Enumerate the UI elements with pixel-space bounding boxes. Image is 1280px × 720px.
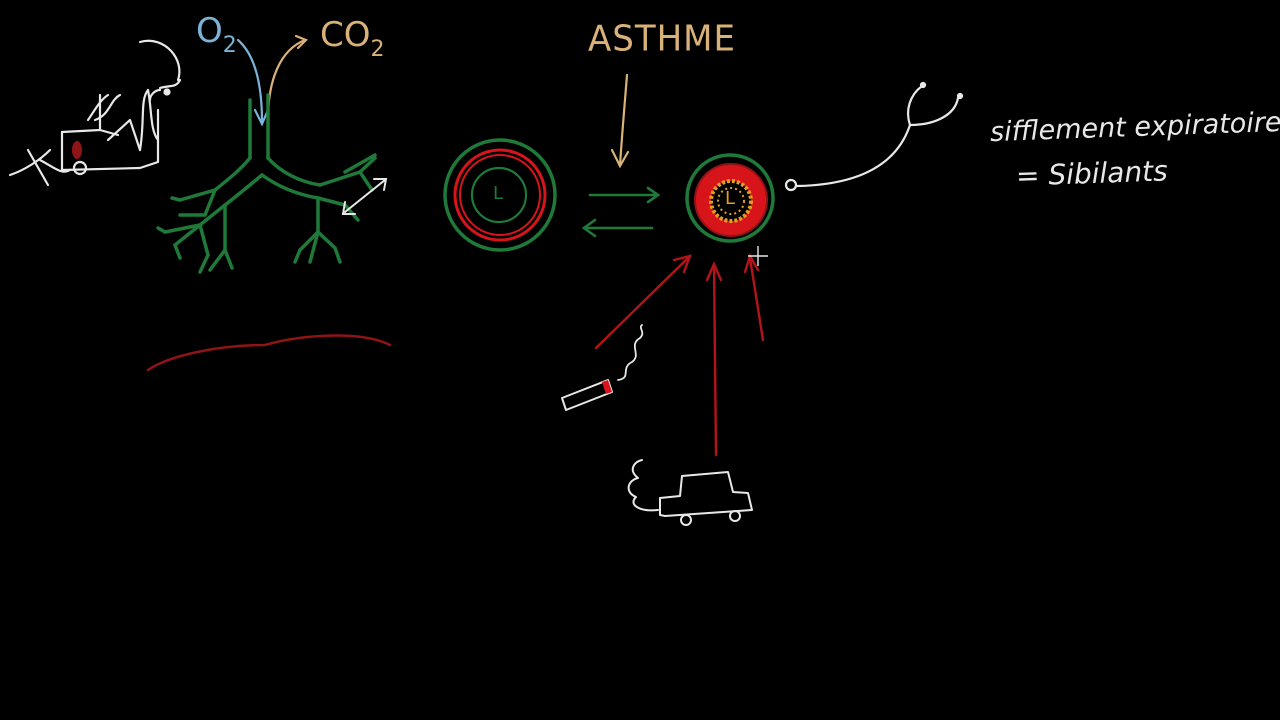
- normal-airway-section: [443, 138, 557, 252]
- asthma-arrow: [610, 73, 630, 169]
- asthma-airway-section: [685, 153, 775, 243]
- trigger-arrows: [594, 253, 765, 457]
- equilibrium-arrows: [581, 186, 661, 238]
- carbon-dioxide-symbol: CO: [320, 15, 371, 55]
- crosshair-cursor-icon: [748, 246, 768, 266]
- diaphragm-curve: [146, 334, 392, 372]
- carbon-dioxide-arrow: [266, 34, 308, 122]
- cigarette-sketch: [561, 324, 644, 411]
- factory-sketch: [8, 39, 182, 187]
- wheeze-term: = Sibilants: [1015, 154, 1169, 193]
- bronchial-tree: [156, 93, 377, 274]
- oxygen-symbol: O: [196, 11, 223, 51]
- oxygen-label: O2: [196, 11, 237, 57]
- carbon-dioxide-subscript: 2: [370, 37, 385, 62]
- car-sketch: [627, 459, 753, 526]
- stethoscope-sketch: [784, 81, 964, 192]
- oxygen-arrow: [236, 38, 270, 127]
- asthma-airway-lumen-letter: L: [725, 188, 736, 209]
- carbon-dioxide-label: CO2: [320, 15, 385, 61]
- oxygen-subscript: 2: [222, 33, 237, 58]
- factory-red-mark: [72, 141, 82, 159]
- normal-airway-lumen-letter: L: [493, 183, 504, 204]
- zoom-double-arrow: [341, 178, 388, 215]
- diagram-title: ASTHME: [588, 18, 736, 61]
